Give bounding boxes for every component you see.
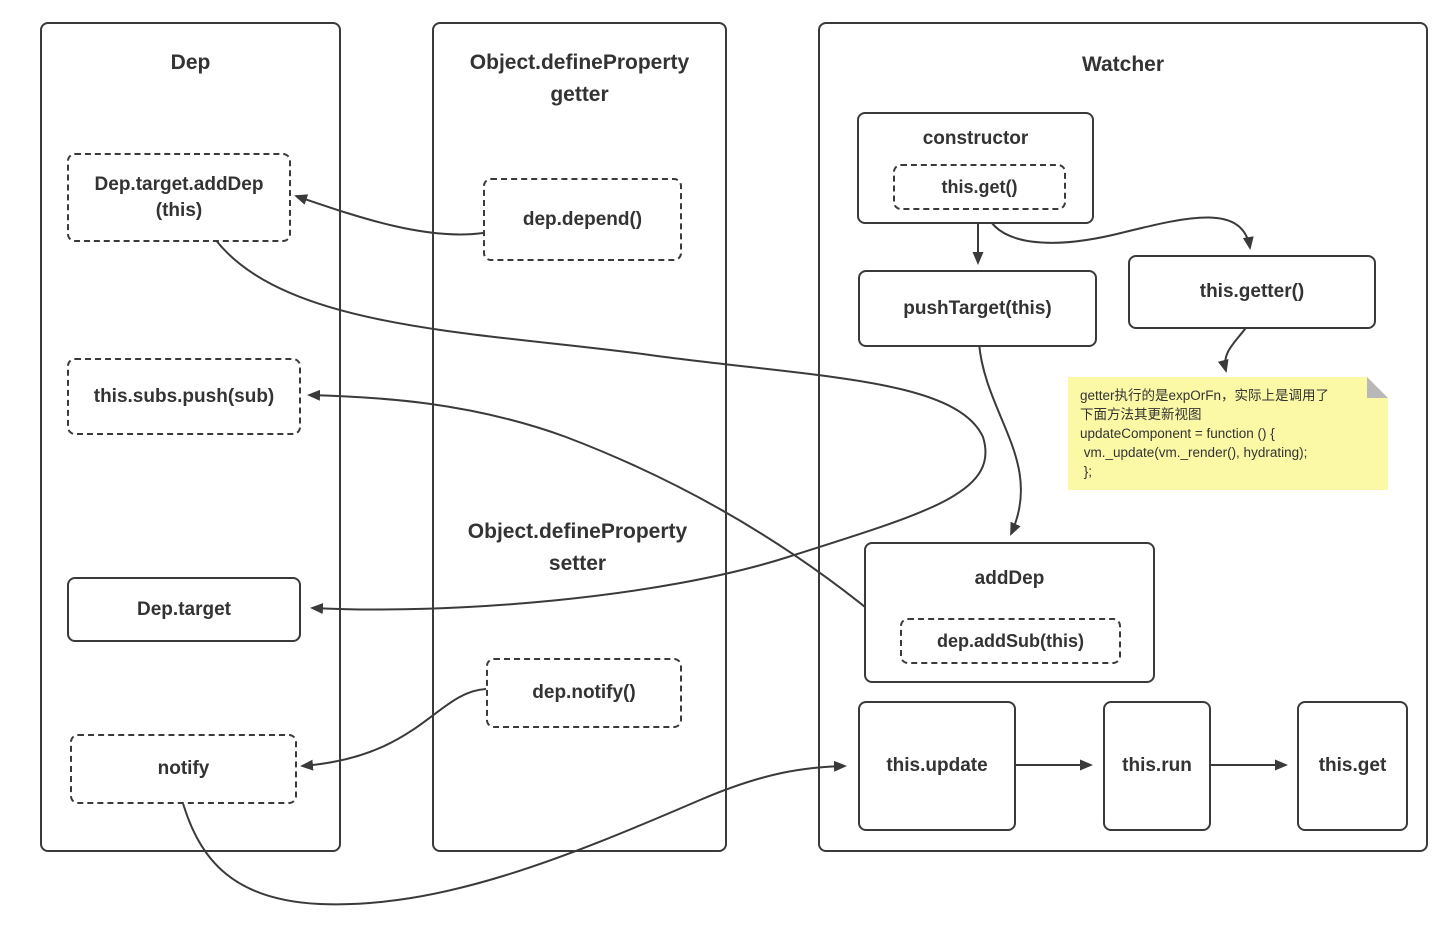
- node-notify-label: notify: [157, 758, 210, 779]
- setter-heading-line1: Object.defineProperty: [467, 520, 688, 543]
- node-dep-target-adddep: Dep.target.addDep (this): [67, 153, 291, 242]
- note-line-3: updateComponent = function () {: [1080, 426, 1275, 441]
- node-dep-addsub-label: dep.addSub(this): [937, 631, 1084, 651]
- node-constructor-label: constructor: [922, 128, 1029, 149]
- node-this-update-label: this.update: [886, 755, 988, 776]
- node-dep-notify: dep.notify(): [486, 658, 682, 728]
- sticky-note: getter执行的是expOrFn，实际上是调用了 下面方法其更新视图 upda…: [1068, 377, 1388, 490]
- node-this-get-inner: this.get(): [893, 164, 1066, 210]
- node-dep-addsub: dep.addSub(this): [900, 618, 1121, 664]
- node-subs-push-label: this.subs.push(sub): [93, 385, 275, 407]
- node-adddep-label: addDep: [974, 568, 1045, 589]
- node-adddep: addDep dep.addSub(this): [864, 542, 1155, 683]
- node-push-target: pushTarget(this): [858, 270, 1097, 347]
- node-dep-target-label: Dep.target: [137, 598, 231, 620]
- node-this-getter: this.getter(): [1128, 255, 1376, 329]
- node-dep-target-adddep-line1: Dep.target.addDep: [94, 173, 264, 195]
- node-subs-push: this.subs.push(sub): [67, 358, 301, 435]
- note-line-5: };: [1080, 464, 1093, 479]
- node-dep-depend-label: dep.depend(): [522, 208, 643, 230]
- node-dep-target-adddep-line2: (this): [155, 199, 203, 221]
- node-constructor: constructor this.get(): [857, 112, 1094, 224]
- node-this-run-label: this.run: [1122, 755, 1192, 776]
- note-line-2: 下面方法其更新视图: [1080, 407, 1202, 422]
- node-this-get: this.get: [1297, 701, 1408, 831]
- note-line-1: getter执行的是expOrFn，实际上是调用了: [1080, 388, 1330, 403]
- node-dep-target: Dep.target: [67, 577, 301, 642]
- node-this-run: this.run: [1103, 701, 1211, 831]
- setter-heading: Object.defineProperty setter: [432, 516, 723, 580]
- panel-dep: Dep: [40, 22, 341, 852]
- node-this-get-inner-label: this.get(): [941, 177, 1018, 197]
- node-dep-notify-label: dep.notify(): [532, 682, 636, 703]
- node-this-getter-label: this.getter(): [1199, 281, 1305, 302]
- panel-dep-title: Dep: [170, 51, 211, 74]
- note-line-4: vm._update(vm._render(), hydrating);: [1080, 445, 1308, 460]
- panel-getter-title-line2: getter: [550, 83, 609, 106]
- node-dep-depend: dep.depend(): [483, 178, 682, 261]
- panel-getter-title-line1: Object.defineProperty: [469, 51, 690, 74]
- node-push-target-label: pushTarget(this): [903, 297, 1052, 319]
- node-this-update: this.update: [858, 701, 1016, 831]
- setter-heading-line2: setter: [548, 552, 607, 575]
- node-this-get-label: this.get: [1318, 755, 1387, 776]
- node-notify: notify: [70, 734, 297, 804]
- panel-watcher-title: Watcher: [1081, 53, 1165, 76]
